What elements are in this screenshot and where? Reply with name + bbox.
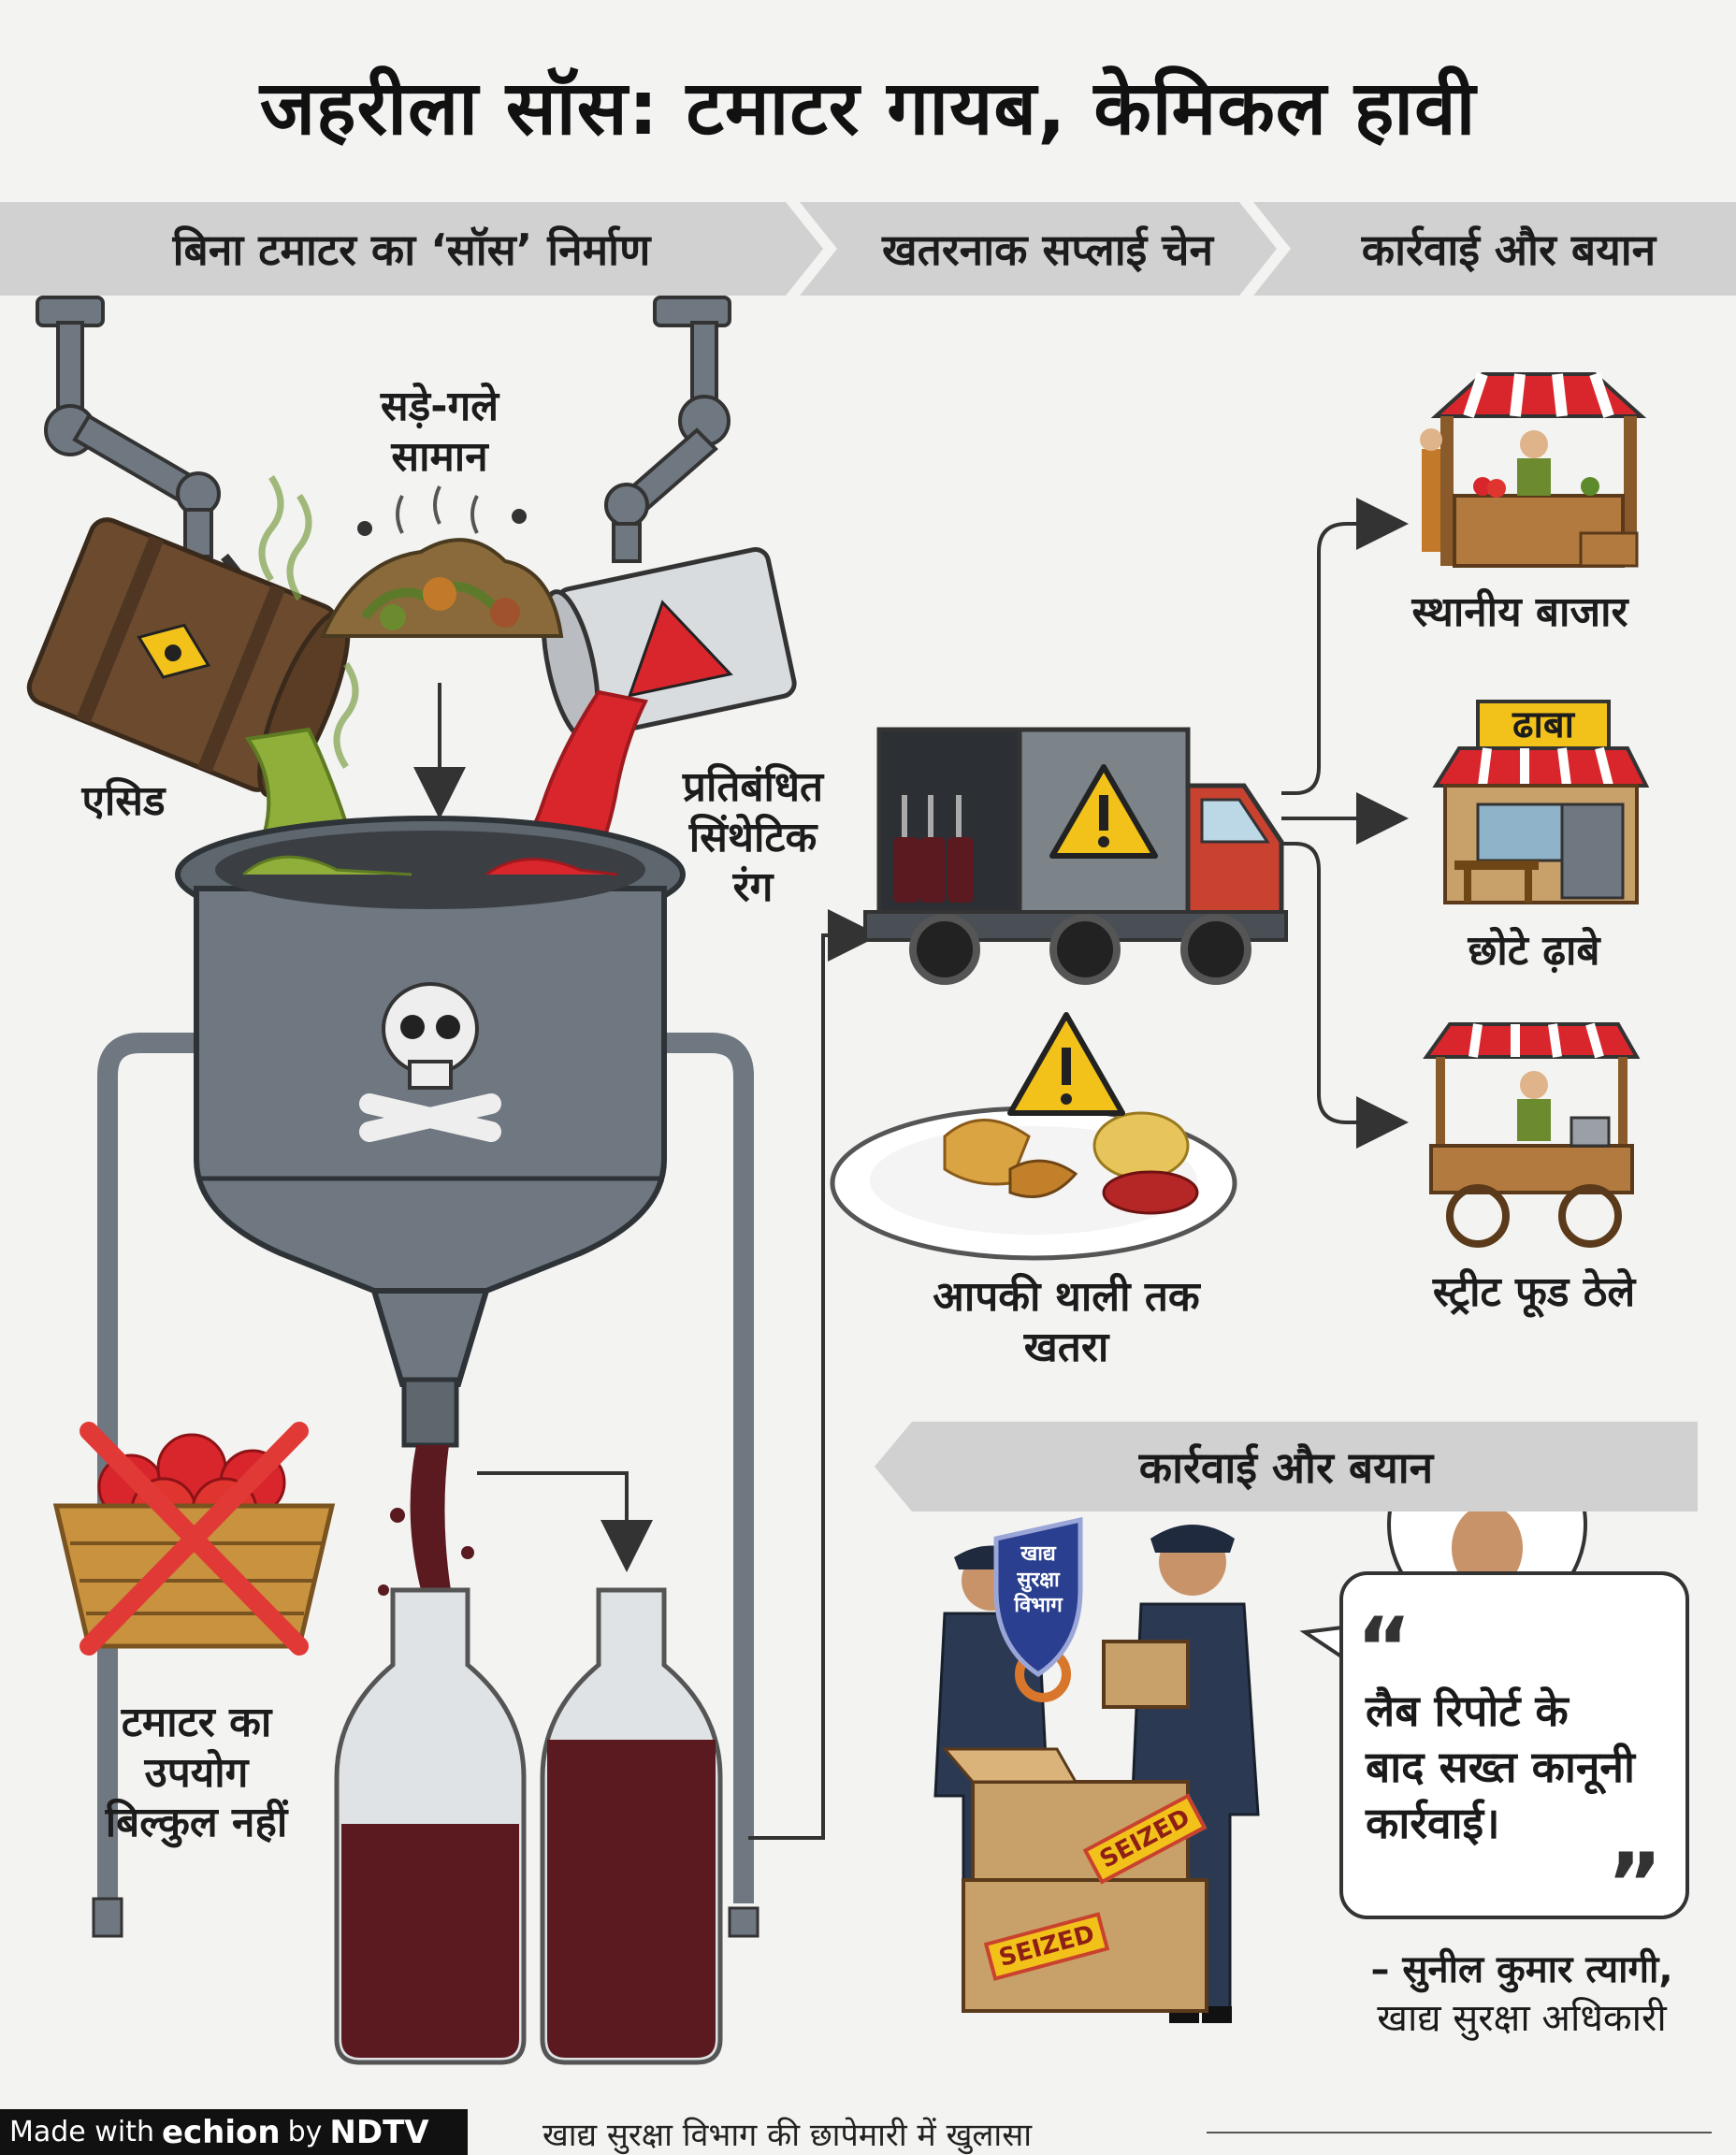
label-acid: एसिड — [81, 777, 166, 825]
bottle-arrow — [477, 1471, 653, 1572]
dhaba-sign: ढाबा — [1512, 703, 1575, 746]
quote-bubble — [1339, 1571, 1689, 1919]
route-arrow-street — [1281, 842, 1409, 1149]
dhaba-icon — [1432, 700, 1650, 904]
page-title: जहरीला सॉस: टमाटर गायब, केमिकल हावी — [259, 65, 1477, 152]
tank-support-pipes — [97, 1033, 754, 1903]
quote-text: लैब रिपोर्ट के बाद सख्त कानूनी कार्रवाई। — [1366, 1685, 1635, 1848]
sauce-bottle-1 — [334, 1587, 527, 2065]
truck-icon — [863, 727, 1288, 985]
badge-text: खाद्य सुरक्षा विभाग — [1014, 1542, 1063, 1617]
dye-can — [541, 547, 797, 741]
label-local-market: स्थानीय बाजार — [1411, 588, 1628, 636]
food-plate-icon — [830, 1106, 1237, 1261]
supply-arrow-up — [748, 909, 880, 1840]
food-safety-badge-icon — [993, 1516, 1083, 1678]
street-cart-icon — [1423, 1022, 1641, 1248]
quote-close-icon: ” — [1607, 1835, 1663, 1933]
rotten-waste-icon — [319, 485, 564, 638]
section-action: कार्रवाई और बयान — [1253, 202, 1736, 296]
warning-sign-plate-icon — [1007, 1012, 1125, 1116]
ndtv-logo: NDTV — [329, 2113, 429, 2151]
label-small-dhaba: छोटे ढ़ाबे — [1468, 927, 1600, 975]
robot-arm-right — [604, 296, 731, 563]
footer-brand: Made with echion by NDTV — [0, 2109, 468, 2155]
poison-tank — [175, 816, 686, 1448]
label-plate-danger: आपकी थाली तक खतरा — [933, 1273, 1200, 1371]
route-arrow-market — [1281, 498, 1409, 795]
quote-attribution: – सुनील कुमार त्यागी, खाद्य सुरक्षा अधिक… — [1370, 1948, 1673, 2040]
label-street-food: स्ट्रीट फूड ठेले — [1432, 1268, 1636, 1316]
fume-icon — [258, 475, 359, 769]
brand-logo: echion — [161, 2113, 281, 2151]
label-banned-dye: प्रतिबंधित सिंथेटिक रंग — [682, 763, 824, 912]
section-action-header: कार्रवाई और बयान — [875, 1422, 1698, 1511]
skull-crossbones-icon — [359, 982, 501, 1142]
quote-bubble-tail — [1299, 1626, 1349, 1662]
section-supply-chain: खतरनाक सप्लाई चेन — [800, 202, 1277, 296]
warning-sign-truck-icon — [1049, 764, 1158, 859]
market-stall-icon — [1420, 372, 1647, 568]
acid-barrel — [26, 517, 351, 798]
label-rotten-waste: सड़े-गले सामान — [380, 383, 499, 481]
label-no-tomato: टमाटर का उपयोग बिल्कुल नहीं — [105, 1699, 288, 1847]
cross-mark-icon — [80, 1422, 309, 1656]
sauce-bottle-2 — [540, 1587, 723, 2065]
section-manufacturing: बिना टमाटर का ‘सॉस’ निर्माण — [0, 202, 823, 296]
footer-caption: खाद्य सुरक्षा विभाग की छापेमारी में खुला… — [542, 2117, 1033, 2154]
quote-open-icon: “ — [1356, 1599, 1412, 1698]
